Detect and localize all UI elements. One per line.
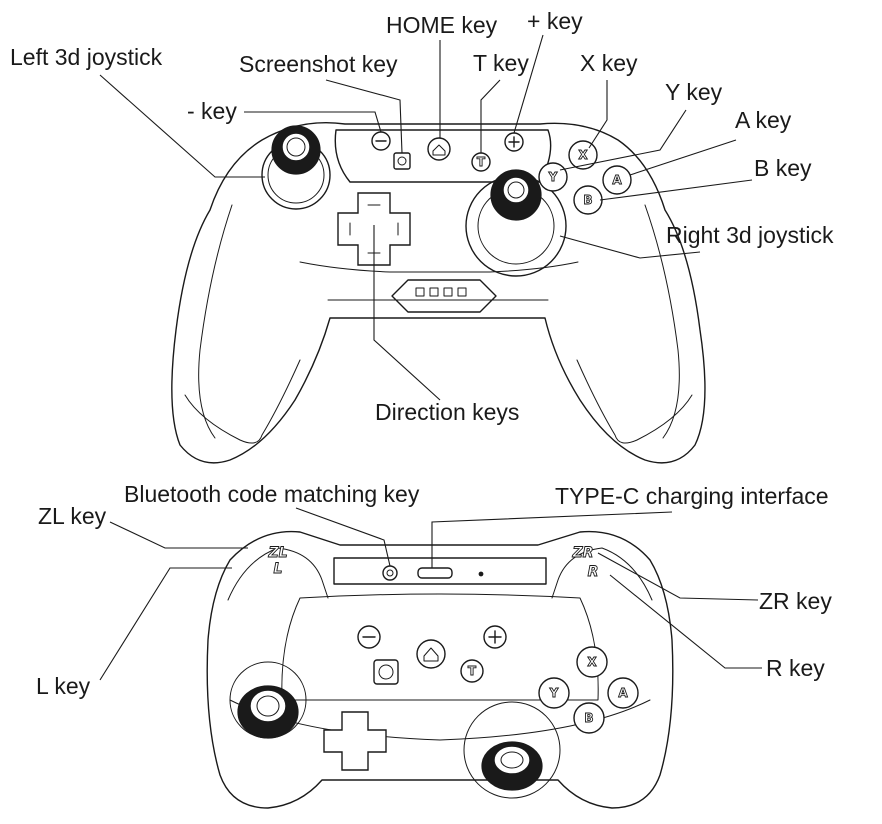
front-shell-contour-left bbox=[198, 204, 233, 439]
label-bluetooth-code-matching-key: Bluetooth code matching key bbox=[124, 481, 420, 507]
front-right-joystick[interactable] bbox=[465, 169, 567, 277]
label-home-key: HOME key bbox=[386, 12, 498, 38]
top-shoulder-left bbox=[227, 547, 329, 601]
top-y-button[interactable]: Y bbox=[538, 677, 570, 709]
front-x-button[interactable]: X bbox=[568, 140, 598, 170]
front-left-joystick[interactable] bbox=[261, 125, 331, 210]
top-home-key[interactable] bbox=[416, 639, 446, 669]
front-y-glyph: Y bbox=[548, 170, 558, 184]
top-t-glyph: T bbox=[468, 664, 477, 678]
top-r-glyph: R bbox=[588, 564, 599, 580]
front-y-button[interactable]: Y bbox=[538, 162, 568, 192]
top-port-bar bbox=[333, 557, 547, 585]
label-type-c-charging-interface: TYPE-C charging interface bbox=[555, 483, 829, 509]
top-body-panel bbox=[281, 593, 599, 701]
label-direction-keys: Direction keys bbox=[375, 399, 520, 425]
front-plus-key[interactable] bbox=[504, 132, 524, 152]
front-x-glyph: X bbox=[578, 148, 588, 162]
led-2 bbox=[429, 287, 439, 297]
top-x-button[interactable]: X bbox=[576, 646, 608, 678]
top-indicator-dot bbox=[478, 571, 484, 577]
top-shoulder-right bbox=[551, 547, 653, 601]
led-4 bbox=[457, 287, 467, 297]
top-l-glyph: L bbox=[274, 561, 283, 577]
front-a-glyph: A bbox=[612, 173, 622, 187]
top-a-button[interactable]: A bbox=[607, 677, 639, 709]
top-dpad[interactable] bbox=[323, 711, 387, 771]
top-plus-key[interactable] bbox=[483, 625, 507, 649]
top-type-c-port bbox=[417, 567, 453, 579]
top-a-glyph: A bbox=[618, 686, 628, 700]
top-right-joystick[interactable] bbox=[463, 701, 561, 799]
label-zr-key: ZR key bbox=[759, 588, 832, 614]
label-zl-key: ZL key bbox=[38, 503, 107, 529]
label-r-key: R key bbox=[766, 655, 825, 681]
front-home-key[interactable] bbox=[427, 137, 451, 161]
front-led-bar bbox=[391, 279, 497, 313]
label-y-key: Y key bbox=[665, 79, 723, 105]
front-a-button[interactable]: A bbox=[602, 165, 632, 195]
front-minus-key[interactable] bbox=[371, 131, 391, 151]
top-minus-key[interactable] bbox=[357, 625, 381, 649]
front-lower-bridge bbox=[299, 261, 579, 273]
label-x-key: X key bbox=[580, 50, 638, 76]
front-grip-right bbox=[576, 359, 693, 444]
top-b-glyph: B bbox=[584, 711, 593, 725]
label-left-3d-joystick: Left 3d joystick bbox=[10, 44, 163, 70]
top-screenshot-key[interactable] bbox=[373, 659, 399, 685]
top-t-key[interactable]: T bbox=[460, 659, 484, 683]
top-x-glyph: X bbox=[587, 655, 597, 669]
top-left-joystick[interactable] bbox=[229, 661, 307, 739]
front-b-button[interactable]: B bbox=[573, 185, 603, 215]
label-t-key: T key bbox=[473, 50, 529, 76]
front-t-glyph: T bbox=[477, 155, 486, 169]
top-y-glyph: Y bbox=[549, 686, 559, 700]
top-bluetooth-pair-key[interactable] bbox=[382, 565, 398, 581]
front-grip-left bbox=[184, 359, 301, 444]
led-3 bbox=[443, 287, 453, 297]
label-a-key: A key bbox=[735, 107, 792, 133]
top-zr-glyph: ZR bbox=[572, 545, 594, 561]
label-plus-key: + key bbox=[527, 8, 583, 34]
top-shell-outline bbox=[206, 530, 674, 809]
top-leader-lines bbox=[99, 507, 762, 681]
label-right-3d-joystick: Right 3d joystick bbox=[666, 222, 834, 248]
top-zl-glyph: ZL bbox=[267, 545, 287, 561]
front-t-key[interactable]: T bbox=[471, 152, 491, 172]
label-b-key: B key bbox=[754, 155, 812, 181]
front-screenshot-key[interactable] bbox=[393, 152, 411, 170]
top-view-controller: ZL L ZR R T X bbox=[206, 530, 674, 809]
front-shell-outline bbox=[171, 122, 706, 464]
front-view-controller: T X Y A B bbox=[171, 122, 706, 464]
top-b-button[interactable]: B bbox=[573, 702, 605, 734]
front-leader-lines bbox=[99, 34, 753, 401]
label-l-key: L key bbox=[36, 673, 91, 699]
front-shell-contour-right bbox=[644, 204, 680, 439]
label-screenshot-key: Screenshot key bbox=[239, 51, 398, 77]
front-b-glyph: B bbox=[583, 193, 592, 207]
label-minus-key: - key bbox=[187, 98, 237, 124]
led-1 bbox=[415, 287, 425, 297]
